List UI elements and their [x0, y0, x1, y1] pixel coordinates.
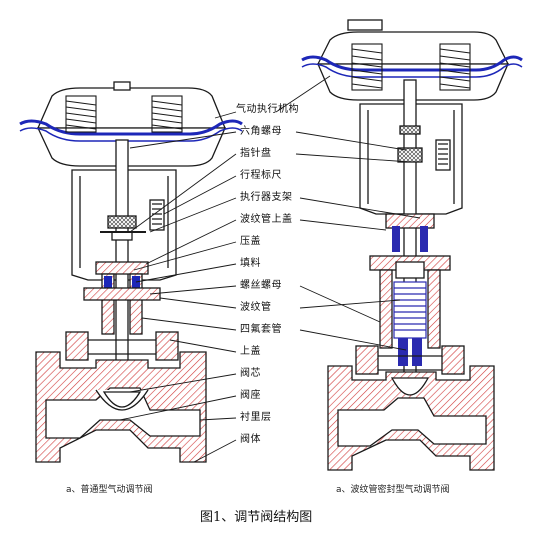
- leader-lines: [119, 75, 421, 463]
- figure-title: 图1、调节阀结构图: [200, 510, 313, 525]
- label-actuator: 气动执行机构: [236, 104, 299, 115]
- label-gland: 压盖: [240, 236, 261, 247]
- left-body: [35, 351, 207, 463]
- right-body: [327, 365, 495, 471]
- label-seat: 阀座: [240, 390, 261, 401]
- right-springs: [351, 43, 471, 91]
- label-stud-nut: 螺丝螺母: [240, 280, 282, 291]
- label-stroke-scale: 行程标尺: [240, 170, 282, 181]
- label-pointer-plate: 指针盘: [240, 148, 272, 159]
- label-lining: 衬里层: [240, 412, 272, 423]
- right-bonnet: [355, 213, 465, 375]
- left-valve: [19, 81, 243, 463]
- label-plug: 阀芯: [240, 368, 261, 379]
- label-hex-nut: 六角螺母: [240, 126, 282, 137]
- label-bellows: 波纹管: [240, 302, 272, 313]
- bellows: [393, 281, 427, 339]
- right-valve: [301, 19, 523, 471]
- left-bonnet: [65, 261, 179, 361]
- label-bonnet: 上盖: [240, 346, 261, 357]
- left-springs: [65, 95, 183, 133]
- left-caption: a、普通型气动调节阀: [66, 485, 153, 495]
- label-bellows-cover: 波纹管上盖: [240, 214, 293, 225]
- label-yoke: 执行器支架: [240, 192, 293, 203]
- label-ptfe-sleeve: 四氟套管: [240, 324, 282, 335]
- label-body: 阀体: [240, 434, 261, 445]
- label-packing: 填料: [240, 258, 261, 269]
- left-actuator: [19, 81, 243, 167]
- right-caption: a、波纹管密封型气动调节阀: [336, 485, 450, 495]
